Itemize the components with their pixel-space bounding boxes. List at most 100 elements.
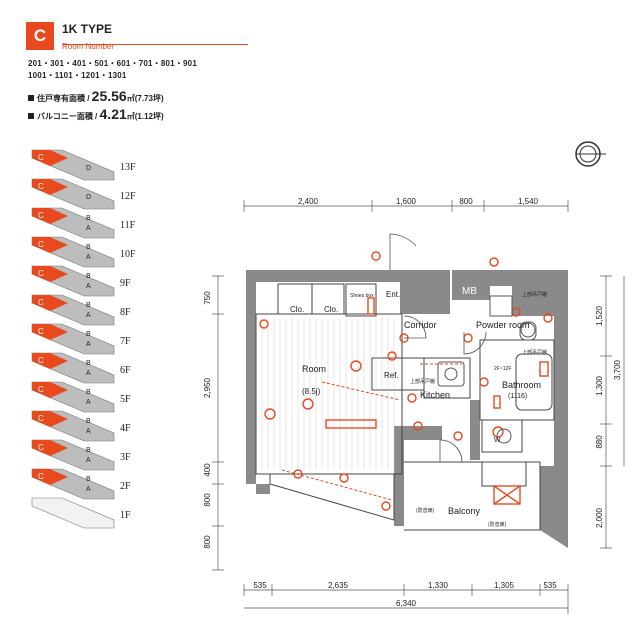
label-ref: Ref. — [384, 371, 399, 380]
unit-c-marker — [32, 440, 68, 456]
dim-right-total: 3,700 — [613, 359, 622, 380]
label-mb: MB — [462, 286, 477, 297]
unit-other-label: A — [86, 486, 91, 493]
room-number-label: Room Number — [62, 42, 115, 51]
label-bucket-2: (防音扉) — [488, 521, 507, 528]
unit-c-label: C — [38, 327, 44, 336]
floor-label: 10F — [120, 249, 136, 260]
bullet-icon — [28, 95, 34, 101]
dim-top-1: 2,400 — [298, 197, 319, 206]
floor-label: 7F — [120, 336, 131, 347]
unit-other-label: D — [86, 165, 91, 172]
unit-c-marker — [32, 237, 68, 253]
dim-bottom-total: 6,340 — [396, 599, 417, 608]
unit-other-label: D — [86, 194, 91, 201]
unit-c-label: C — [38, 240, 44, 249]
unit-other-label: B — [86, 476, 91, 483]
unit-c-label: C — [38, 211, 44, 220]
label-entrance: Ent. — [386, 290, 400, 299]
dim-top-2: 1,600 — [396, 197, 417, 206]
dim-right-2: 1,300 — [595, 375, 604, 396]
unit-c-marker — [32, 411, 68, 427]
label-washer: W — [494, 437, 501, 444]
type-badge: C — [26, 22, 54, 50]
dim-left-4: 800 — [203, 493, 212, 507]
floor-label: 4F — [120, 423, 131, 434]
dim-top-4: 1,540 — [518, 197, 539, 206]
exclusive-area-label: 住戸専有面積 / — [37, 94, 92, 103]
floor-label: 1F — [120, 510, 131, 521]
unit-c-label: C — [38, 385, 44, 394]
unit-other-label: B — [86, 215, 91, 222]
unit-other-label: A — [86, 399, 91, 406]
exclusive-area-unit: ㎡(7.73坪) — [126, 94, 164, 103]
unit-other-label: A — [86, 283, 91, 290]
unit-other-label: B — [86, 360, 91, 367]
balcony-area-unit: ㎡(1.12坪) — [126, 112, 164, 121]
unit-other-label: A — [86, 370, 91, 377]
label-bath-size: (1116) — [508, 393, 527, 400]
label-floor-note: 2F~12F — [494, 366, 511, 372]
dim-left-5: 800 — [203, 535, 212, 549]
unit-other-label: A — [86, 457, 91, 464]
unit-c-marker — [32, 295, 68, 311]
unit-c-label: C — [38, 472, 44, 481]
floor-slab: CD — [31, 178, 115, 210]
unit-c-marker — [32, 324, 68, 340]
unit-other-label: B — [86, 418, 91, 425]
label-balcony: Balcony — [448, 506, 481, 516]
floor-plan: Ent. MB Clo. Clo. Shoes box Corridor Pow… — [203, 197, 625, 614]
header-divider — [62, 44, 248, 45]
floor-slab: C BA — [31, 207, 115, 239]
floor-label: 6F — [120, 365, 131, 376]
room-numbers-line2: 1001・1101・1201・1301 — [28, 71, 127, 80]
unit-c-marker — [32, 353, 68, 369]
unit-c-label: C — [38, 356, 44, 365]
dim-bottom-3: 1,330 — [428, 581, 449, 590]
dim-left-1: 750 — [203, 291, 212, 305]
dim-right-3: 880 — [595, 435, 604, 449]
floor-label: 2F — [120, 481, 131, 492]
unit-c-marker — [32, 208, 68, 224]
floor-label: 12F — [120, 191, 136, 202]
label-bathroom: Bathroom — [502, 380, 541, 390]
unit-c-marker — [32, 469, 68, 485]
floor-slab: CD — [31, 149, 115, 181]
floor-label: 3F — [120, 452, 131, 463]
label-upper-cabinet-3: 上部吊戸棚 — [522, 291, 547, 298]
dim-bottom-4: 1,305 — [494, 581, 515, 590]
unit-other-label: A — [86, 254, 91, 261]
exclusive-area-value: 25.56 — [91, 88, 127, 104]
label-upper-cabinet-2: 上部吊戸棚 — [522, 349, 547, 356]
exclusive-area: 住戸専有面積 / 25.56㎡(7.73坪) — [28, 88, 164, 104]
unit-c-marker — [32, 179, 68, 195]
dim-left-2: 2,950 — [203, 377, 212, 398]
label-bucket-1: (防音扉) — [416, 507, 435, 514]
unit-c-label: C — [38, 153, 44, 162]
dim-right-1: 1,520 — [595, 305, 604, 326]
floor-slab: C BA — [31, 236, 115, 268]
room-numbers-line1: 201・301・401・501・601・701・801・901 — [28, 59, 197, 68]
unit-other-label: A — [86, 225, 91, 232]
floor-slab: C BA — [31, 468, 115, 500]
label-kitchen: Kitchen — [420, 390, 450, 400]
unit-other-label: B — [86, 331, 91, 338]
dim-top-3: 800 — [459, 197, 473, 206]
balcony-area-value: 4.21 — [99, 106, 127, 122]
dim-bottom-1: 535 — [253, 581, 267, 590]
unit-c-label: C — [38, 298, 44, 307]
unit-other-label: A — [86, 428, 91, 435]
unit-other-label: B — [86, 447, 91, 454]
label-powder-room: Powder room — [476, 320, 530, 330]
unit-other-label: B — [86, 302, 91, 309]
unit-other-label: A — [86, 341, 91, 348]
floor-slab — [31, 497, 115, 529]
unit-other-label: B — [86, 244, 91, 251]
label-closet-2: Clo. — [324, 305, 338, 314]
